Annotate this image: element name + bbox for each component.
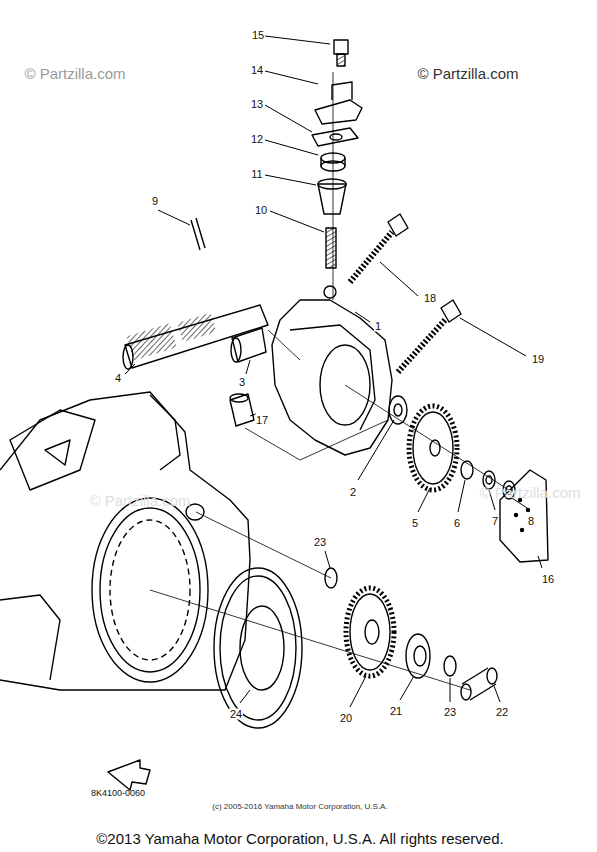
diagram-code: 8K4100-0060: [91, 789, 145, 798]
callout-number: 6: [453, 518, 461, 529]
watermark: © Partzilla.com: [89, 493, 190, 508]
callout-number: 23: [313, 537, 327, 548]
callout-number: 2: [349, 487, 357, 498]
callout-number: 15: [251, 30, 265, 41]
callout-number: 18: [423, 293, 437, 304]
copyright-line: ©2013 Yamaha Motor Corporation, U.S.A. A…: [96, 831, 503, 846]
callout-number: 12: [250, 134, 264, 145]
callout-number: 10: [254, 205, 268, 216]
watermark: © Partzilla.com: [417, 66, 518, 81]
callout-number: 11: [250, 169, 263, 180]
callout-number: 24: [229, 709, 243, 720]
callout-number: 14: [250, 65, 264, 76]
callout-number: 8: [527, 516, 535, 527]
watermark: © Partzilla.com: [24, 66, 125, 81]
callout-number: 17: [255, 415, 269, 426]
callout-number: 1: [374, 321, 382, 332]
callout-number: 5: [411, 518, 419, 529]
callout-number: 21: [389, 706, 403, 717]
callout-number: 9: [151, 196, 159, 207]
watermark: © Partzilla.com: [479, 485, 580, 500]
callout-number: 4: [114, 373, 122, 384]
callout-number: 7: [491, 516, 499, 527]
callout-number: 19: [531, 354, 545, 365]
callout-number: 3: [238, 377, 246, 388]
callout-number: 16: [541, 574, 555, 585]
copyright-note: (c) 2005-2016 Yamaha Motor Corporation, …: [212, 803, 387, 811]
callout-number: 23: [443, 707, 457, 718]
callout-number: 22: [495, 707, 509, 718]
callout-number: 13: [250, 99, 264, 110]
callout-number: 20: [339, 713, 353, 724]
